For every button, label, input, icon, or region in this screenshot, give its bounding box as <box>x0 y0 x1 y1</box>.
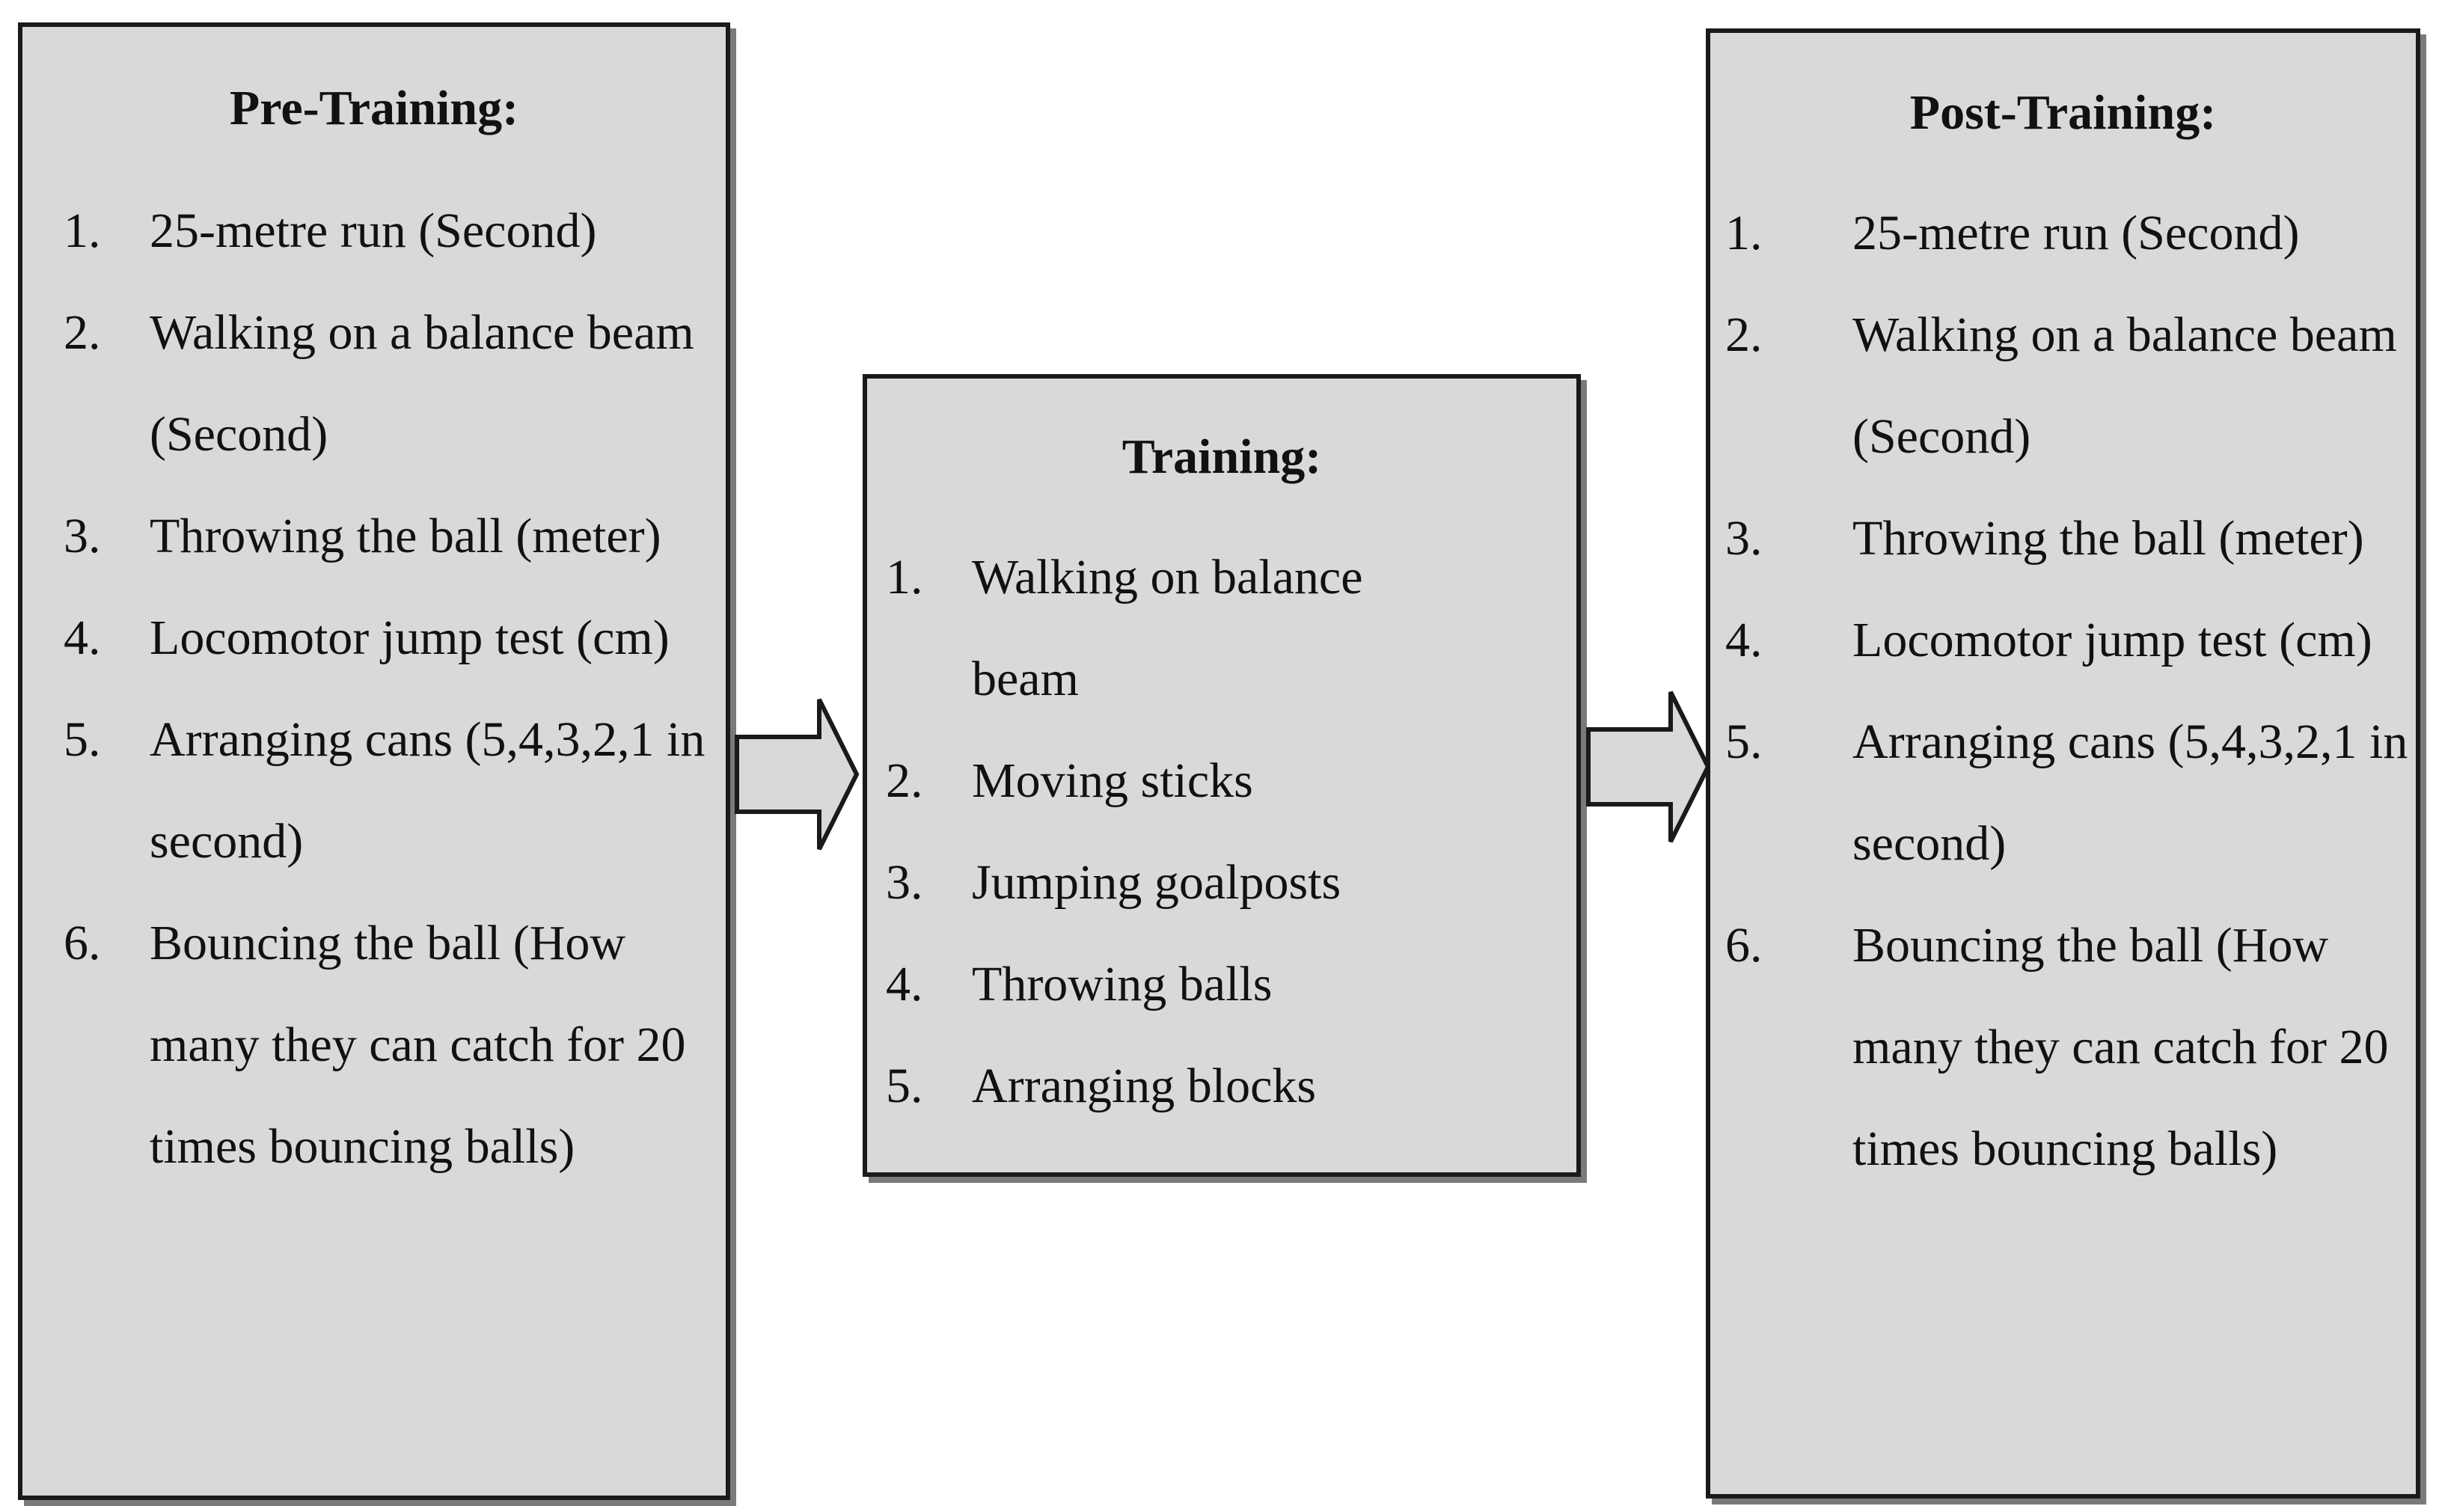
item-text: Bouncing the ball (How many they can cat… <box>150 916 686 1174</box>
item-text: Bouncing the ball (How many they can cat… <box>1852 918 2389 1176</box>
item-text: Moving sticks <box>972 753 1253 808</box>
right-arrow-icon <box>1586 691 1711 843</box>
item-number: 6. <box>1725 918 1763 973</box>
post-training-title: Post-Training: <box>1909 85 2217 140</box>
list-item: 1. 25-metre run (Second) <box>64 180 722 282</box>
list-item: 3. Throwing the ball (meter) <box>1725 488 2414 590</box>
item-text: Jumping goalposts <box>972 855 1341 910</box>
item-text: Locomotor jump test (cm) <box>1852 613 2372 667</box>
item-text: Walking on a balance beam (Second) <box>150 305 694 462</box>
item-text: 25-metre run (Second) <box>150 203 597 258</box>
item-number: 1. <box>886 550 923 605</box>
training-title: Training: <box>1121 429 1322 484</box>
list-item: 6. Bouncing the ball (How many they can c… <box>1725 895 2414 1200</box>
right-arrow-icon <box>735 698 860 851</box>
item-text: Locomotor jump test (cm) <box>150 610 670 665</box>
item-number: 3. <box>64 509 101 563</box>
item-text: 25-metre run (Second) <box>1852 206 2300 260</box>
item-number: 1. <box>64 203 101 258</box>
post-training-box: Post-Training: 1. 25-metre run (Second) 2… <box>1706 28 2420 1499</box>
item-number: 4. <box>1725 613 1763 667</box>
item-number: 5. <box>1725 714 1763 769</box>
item-text: Arranging blocks <box>972 1059 1317 1113</box>
item-number: 2. <box>64 305 101 360</box>
arrow-shape <box>735 698 860 851</box>
list-item: 4. Locomotor jump test (cm) <box>64 587 722 689</box>
item-text: Arranging cans (5,4,3,2,1 in second) <box>150 712 706 869</box>
item-number: 3. <box>1725 511 1763 566</box>
item-number: 1. <box>1725 206 1763 260</box>
list-item: 3. Throwing the ball (meter) <box>64 486 722 587</box>
item-text: Throwing the ball (meter) <box>1852 511 2364 566</box>
training-box: Training: 1. Walking on balance beam 2. Mo… <box>863 374 1581 1177</box>
item-text: Throwing balls <box>972 957 1273 1011</box>
list-item: 6. Bouncing the ball (How many they can c… <box>64 893 722 1198</box>
item-text: Walking on a balance beam (Second) <box>1852 307 2397 464</box>
list-item: 1. Walking on balance beam <box>886 527 1559 730</box>
pre-training-title: Pre-Training: <box>229 81 519 135</box>
item-number: 4. <box>886 957 923 1011</box>
list-item: 2. Moving sticks <box>886 730 1559 832</box>
item-number: 5. <box>886 1059 923 1113</box>
post-training-list: 1. 25-metre run (Second) 2. Walking on a b… <box>1725 183 2414 1200</box>
item-number: 5. <box>64 712 101 767</box>
pre-training-list: 1. 25-metre run (Second) 2. Walking on a b… <box>64 180 722 1198</box>
item-text: Arranging cans (5,4,3,2,1 in second) <box>1852 714 2408 871</box>
item-number: 2. <box>1725 307 1763 362</box>
arrow-shape <box>1586 691 1711 843</box>
list-item: 5. Arranging cans (5,4,3,2,1 in second) <box>64 689 722 893</box>
list-item: 2. Walking on a balance beam (Second) <box>1725 284 2414 488</box>
list-item: 2. Walking on a balance beam (Second) <box>64 282 722 486</box>
list-item: 4. Locomotor jump test (cm) <box>1725 590 2414 691</box>
list-item: 5. Arranging cans (5,4,3,2,1 in second) <box>1725 691 2414 895</box>
item-number: 6. <box>64 916 101 970</box>
item-text: Walking on balance beam <box>972 550 1363 706</box>
item-number: 4. <box>64 610 101 665</box>
item-number: 3. <box>886 855 923 910</box>
item-text: Throwing the ball (meter) <box>150 509 661 563</box>
list-item: 5. Arranging blocks <box>886 1035 1559 1137</box>
list-item: 4. Throwing balls <box>886 934 1559 1035</box>
list-item: 3. Jumping goalposts <box>886 832 1559 934</box>
training-list: 1. Walking on balance beam 2. Moving stick… <box>886 527 1559 1137</box>
item-number: 2. <box>886 753 923 808</box>
pre-training-box: Pre-Training: 1. 25-metre run (Second) 2.… <box>18 22 730 1500</box>
list-item: 1. 25-metre run (Second) <box>1725 183 2414 284</box>
